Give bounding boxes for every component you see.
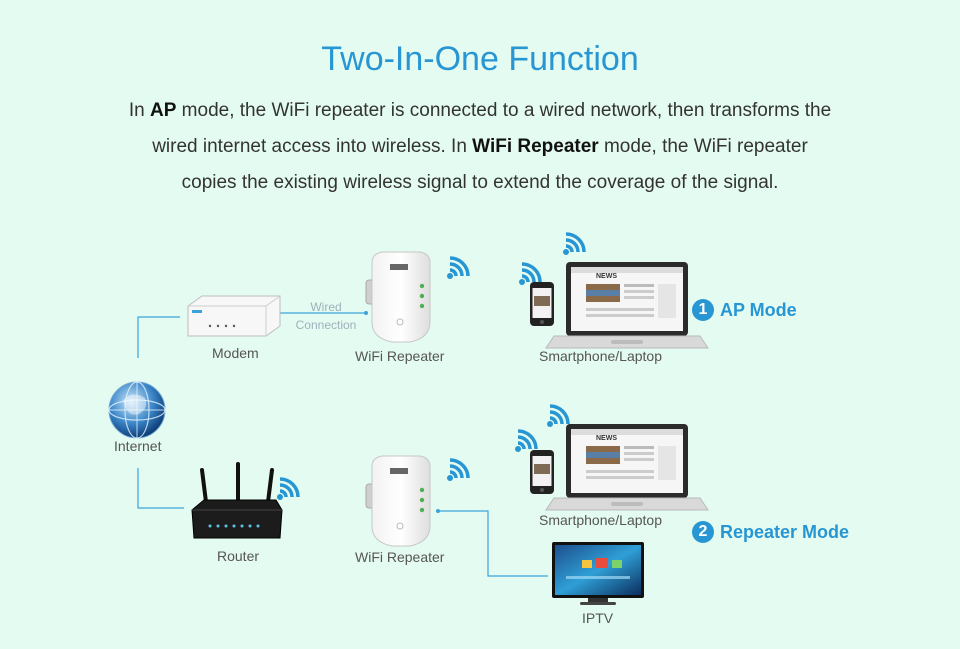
wifi-signal-icon-repeater-rep xyxy=(445,458,470,483)
wifi-signal-icon-router xyxy=(275,477,300,502)
mode-repeater-number-badge: 2 xyxy=(692,521,714,543)
phone-rep xyxy=(530,450,554,494)
iptv-label: IPTV xyxy=(582,610,614,626)
laptop-ap xyxy=(545,261,709,349)
wifi-signal-icon-repeater-ap xyxy=(445,256,470,281)
connector-internet-router xyxy=(137,468,184,509)
modem-device xyxy=(187,295,281,337)
connector-internet-modem xyxy=(137,316,180,358)
phone-ap xyxy=(530,282,554,326)
wifi-signal-icon-phone-ap xyxy=(517,262,542,287)
page-title: Two-In-One Function xyxy=(321,40,639,78)
repeater-rep-label: WiFi Repeater xyxy=(355,549,445,565)
connector-iptv xyxy=(438,510,548,577)
repeater-ap-label: WiFi Repeater xyxy=(355,348,445,364)
mode-ap-label: AP Mode xyxy=(720,299,797,320)
modem-label: Modem xyxy=(212,345,259,361)
repeater-device-ap xyxy=(365,251,431,343)
globe-icon xyxy=(108,381,166,439)
wifi-signal-icon-laptop-ap xyxy=(561,232,586,257)
mode-ap: 1 AP Mode xyxy=(692,299,797,321)
repeater-device-rep xyxy=(365,455,431,547)
description-line-3: copies the existing wireless signal to e… xyxy=(181,172,779,193)
internet-label: Internet xyxy=(114,438,162,454)
iptv-device xyxy=(552,542,644,605)
mode-repeater: 2 Repeater Mode xyxy=(692,521,849,543)
devices-ap-label: Smartphone/Laptop xyxy=(539,348,662,364)
laptop-rep xyxy=(545,423,709,511)
router-device xyxy=(191,462,283,539)
news-label-rep: NEWS xyxy=(596,435,617,442)
description-line-2: wired internet access into wireless. In … xyxy=(152,136,808,157)
description-line-1: In AP mode, the WiFi repeater is connect… xyxy=(128,100,832,121)
news-label-ap: NEWS xyxy=(596,273,617,280)
router-label: Router xyxy=(217,548,260,564)
wired-connection-label: Wired Connection xyxy=(295,300,357,332)
mode-ap-number-badge: 1 xyxy=(692,299,714,321)
mode-repeater-label: Repeater Mode xyxy=(720,521,850,542)
devices-rep-label: Smartphone/Laptop xyxy=(539,512,662,528)
wifi-signal-icon-laptop-rep xyxy=(545,404,570,429)
wifi-signal-icon-phone-rep xyxy=(513,429,538,454)
